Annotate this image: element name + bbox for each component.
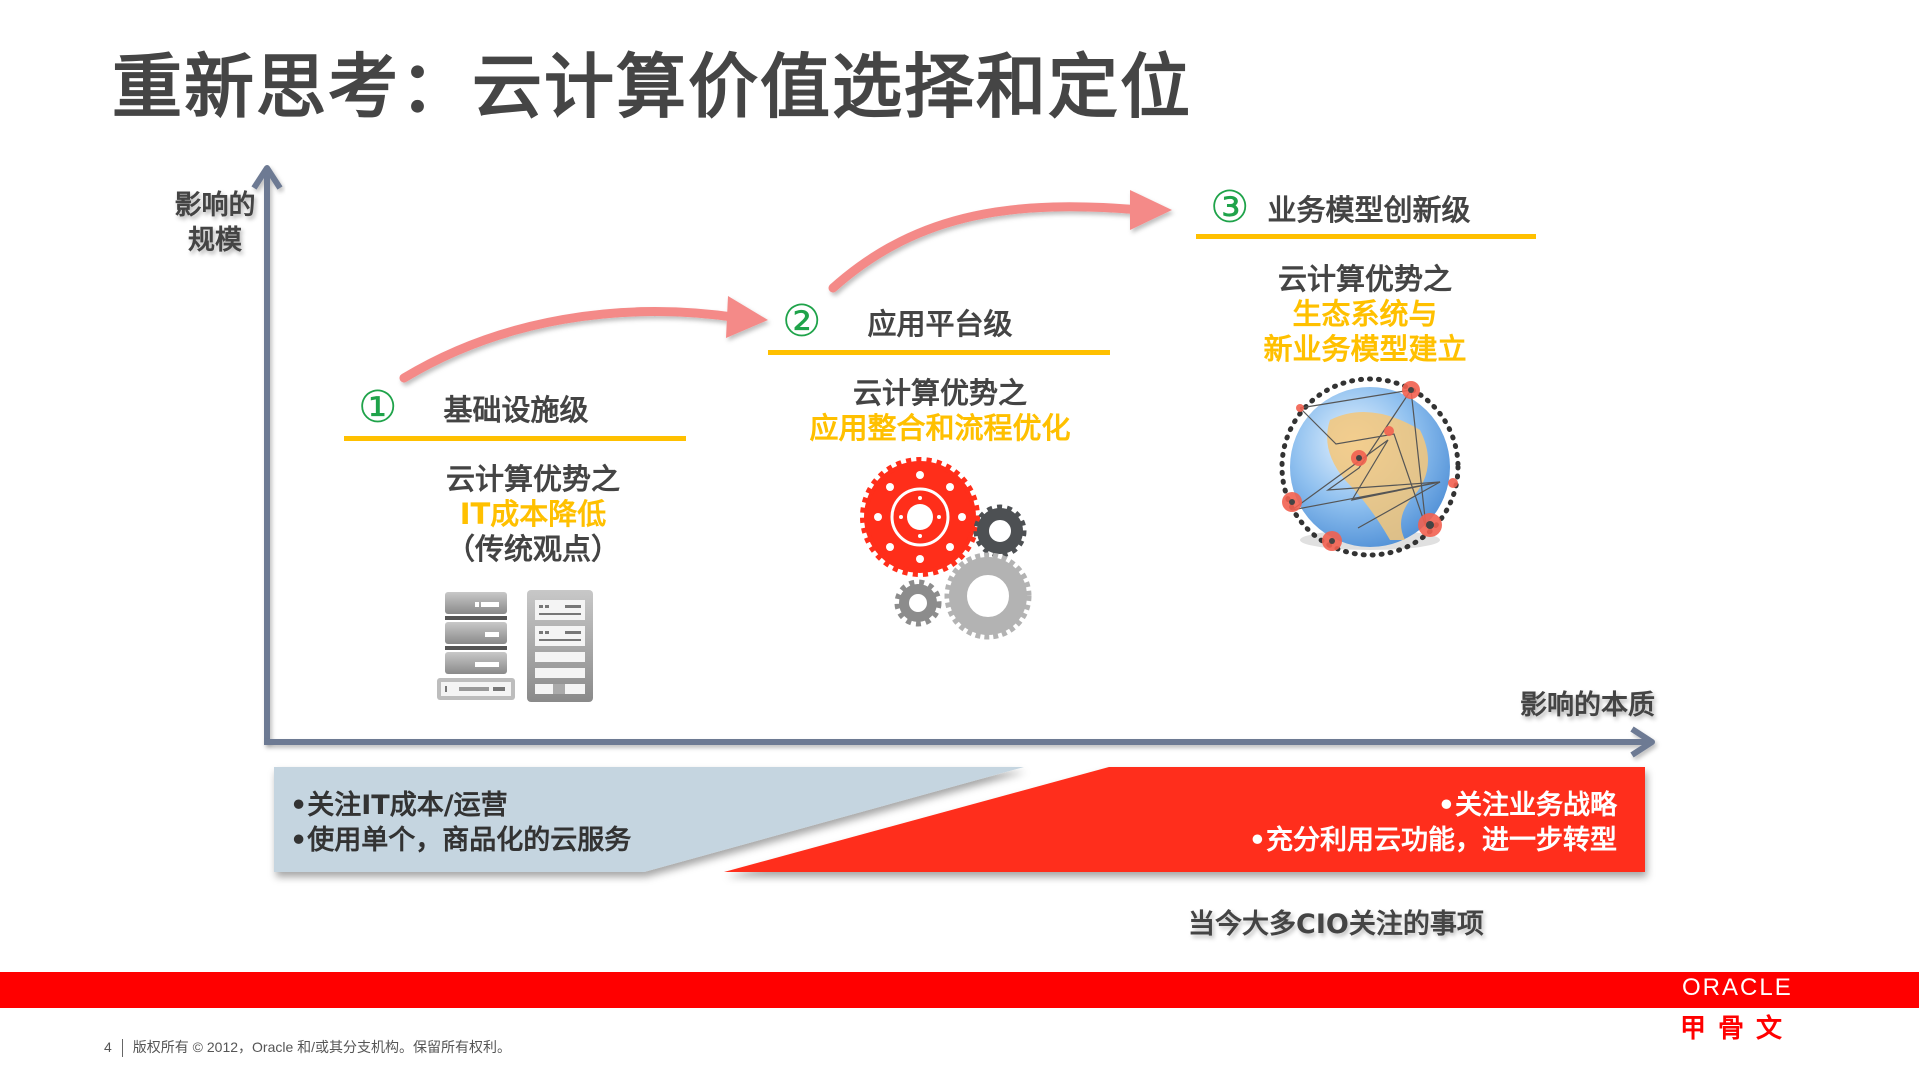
footer-band (0, 972, 1919, 1008)
stage-1-number: ① (358, 382, 398, 433)
stage-2-name: 应用平台级 (867, 307, 1013, 341)
cio-focus-caption: 当今大多CIO关注的事项 (1188, 909, 1484, 940)
stage-3: ③ 业务模型创新级 (1196, 186, 1536, 239)
oracle-logo-chinese: 甲骨文 (1680, 1014, 1795, 1044)
stage-2: ② 应用平台级 (768, 300, 1110, 355)
stage-1-benefit: 云计算优势之 IT成本降低 （传统观点） (408, 462, 658, 567)
traditional-focus-bullets: •关注IT成本/运营 •使用单个，商品化的云服务 (290, 788, 631, 858)
network-globe-icon (1279, 376, 1461, 558)
x-axis-label: 影响的本质 (1520, 690, 1655, 721)
y-axis-label: 影响的 规模 (160, 188, 270, 258)
strategic-focus-band (724, 767, 1645, 872)
stage-3-benefit-highlight-2: 新业务模型建立 (1263, 332, 1467, 366)
stage-1-benefit-prefix: 云计算优势之 (445, 462, 620, 496)
copyright-text: 版权所有 © 2012，Oracle 和/或其分支机构。保留所有权利。 (132, 1039, 512, 1055)
stage-3-name: 业务模型创新级 (1267, 193, 1471, 227)
stage-2-benefit-highlight: 应用整合和流程优化 (809, 411, 1071, 445)
page-number: 4 (104, 1039, 112, 1055)
slide-title: 重新思考：云计算价值选择和定位 (112, 46, 1192, 128)
progress-arrow-2 (828, 190, 1172, 293)
stage-2-number: ② (782, 296, 822, 347)
stage-3-number: ③ (1210, 182, 1250, 233)
stage-3-underline (1196, 234, 1536, 239)
stage-1-benefit-highlight: IT成本降低 (459, 497, 607, 531)
server-rack-icon (437, 590, 593, 702)
stage-3-benefit: 云计算优势之 生态系统与 新业务模型建立 (1240, 262, 1490, 367)
bullet-item: •关注IT成本/运营 (290, 790, 508, 821)
strategic-focus-bullets: •关注业务战略 •充分利用云功能，进一步转型 (1249, 788, 1617, 858)
bullet-item: •使用单个，商品化的云服务 (290, 825, 632, 856)
progress-arrow-1 (399, 296, 768, 383)
footer-copyright: 4 版权所有 © 2012，Oracle 和/或其分支机构。保留所有权利。 (104, 1037, 512, 1058)
stage-1-underline (344, 436, 686, 441)
stage-2-underline (768, 350, 1110, 355)
bullet-item: •关注业务战略 (1437, 790, 1617, 821)
stage-3-benefit-highlight-1: 生态系统与 (1292, 297, 1438, 331)
oracle-logo: ORACLE (1682, 974, 1793, 1001)
gears-icon (860, 457, 1032, 640)
stage-3-benefit-prefix: 云计算优势之 (1277, 262, 1452, 296)
stage-3-header: ③ 业务模型创新级 (1196, 186, 1536, 230)
stage-1-header: ① 基础设施级 (344, 386, 686, 430)
stage-1-name: 基础设施级 (443, 393, 589, 427)
stage-1-benefit-note: （传统观点） (445, 532, 620, 566)
stage-2-header: ② 应用平台级 (768, 300, 1110, 344)
y-axis-label-line1: 影响的 (174, 190, 256, 221)
footer-separator (121, 1039, 123, 1058)
bullet-item: •充分利用云功能，进一步转型 (1248, 825, 1617, 856)
traditional-focus-band (274, 767, 1024, 872)
stage-2-benefit-prefix: 云计算优势之 (852, 376, 1027, 410)
stage-1: ① 基础设施级 (344, 386, 686, 441)
y-axis (251, 165, 283, 742)
x-axis (264, 726, 1655, 758)
stage-2-benefit: 云计算优势之 应用整合和流程优化 (790, 376, 1090, 446)
y-axis-label-line2: 规模 (188, 225, 242, 257)
